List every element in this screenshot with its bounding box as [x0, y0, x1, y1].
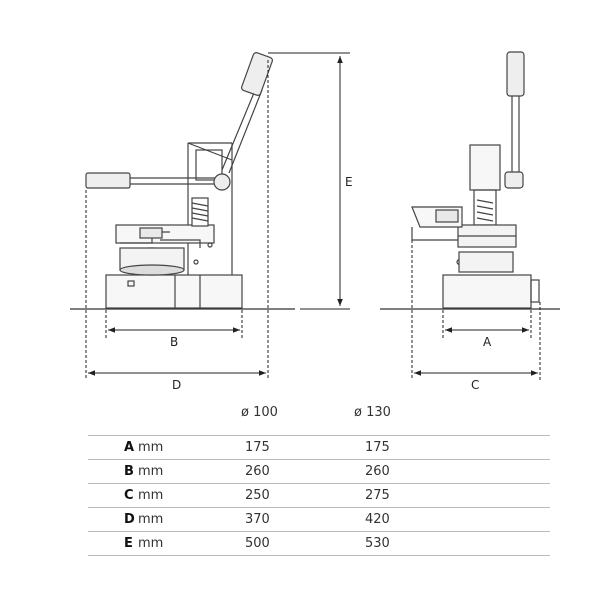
row-value-130: 260	[365, 464, 390, 479]
table-row: B mm 260 260	[88, 459, 550, 483]
table-row: A mm 175 175	[88, 435, 550, 459]
row-key: E	[124, 536, 133, 551]
technical-drawing: E B D A C	[70, 51, 560, 392]
row-value-100: 370	[245, 512, 270, 527]
row-key: B	[124, 464, 134, 479]
row-key: A	[124, 440, 135, 455]
machine-front-view	[411, 51, 540, 309]
dimension-label-a: A	[483, 335, 492, 349]
row-unit: mm	[138, 536, 164, 551]
column-header-diameter-130: ø 130	[354, 405, 391, 420]
table-header: ø 100 ø 130	[88, 403, 550, 435]
row-value-130: 420	[365, 512, 390, 527]
dimension-label-b: B	[170, 335, 178, 349]
row-unit: mm	[138, 488, 164, 503]
dimension-lines	[85, 52, 541, 380]
table-row: E mm 500 530	[88, 531, 550, 556]
dimension-label-c: C	[471, 378, 479, 392]
machine-side-view	[85, 52, 273, 309]
row-value-100: 250	[245, 488, 270, 503]
row-unit: mm	[138, 512, 164, 527]
row-unit: mm	[138, 464, 164, 479]
dimension-label-d: D	[172, 378, 181, 392]
dimension-label-e: E	[345, 175, 353, 189]
table-row: C mm 250 275	[88, 483, 550, 507]
dimension-table: ø 100 ø 130 A mm 175 175 B mm 260 260 C …	[88, 403, 550, 556]
row-value-100: 500	[245, 536, 270, 551]
table-row: D mm 370 420	[88, 507, 550, 531]
row-value-130: 175	[365, 440, 390, 455]
row-key: D	[124, 512, 135, 527]
column-header-diameter-100: ø 100	[241, 405, 278, 420]
row-value-100: 175	[245, 440, 270, 455]
row-value-130: 530	[365, 536, 390, 551]
row-unit: mm	[138, 440, 164, 455]
row-key: C	[124, 488, 134, 503]
row-value-100: 260	[245, 464, 270, 479]
row-value-130: 275	[365, 488, 390, 503]
